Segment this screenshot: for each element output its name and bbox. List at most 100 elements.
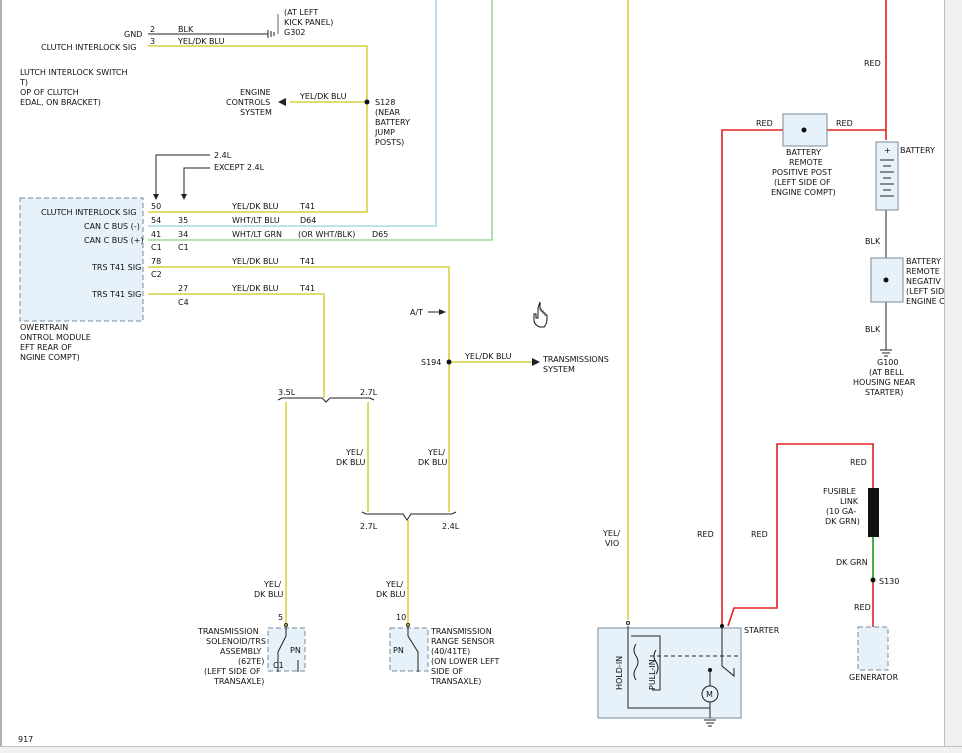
- label: 3: [150, 37, 155, 46]
- label: YEL/DK BLU: [231, 202, 279, 211]
- arrow-at: [439, 309, 446, 315]
- right-frame: [944, 0, 962, 752]
- label: KICK PANEL): [284, 18, 333, 27]
- label: G100: [877, 358, 898, 367]
- label: POSTS): [375, 138, 404, 147]
- label: C1: [151, 243, 162, 252]
- motor-icon: [701, 685, 719, 703]
- label: YEL/DK BLU: [299, 92, 347, 101]
- ground-starter-icon: [704, 719, 716, 727]
- label: S194: [421, 358, 441, 367]
- battery-icon: [875, 141, 899, 211]
- label: FUSIBLE: [823, 487, 856, 496]
- label: 2.4L: [214, 151, 232, 160]
- label: ASSEMBLY: [220, 647, 261, 656]
- wire-red-brp: [721, 129, 886, 626]
- label: BLK: [178, 25, 194, 34]
- label: 5: [278, 613, 283, 622]
- label: RED: [850, 458, 867, 467]
- label: ONTROL MODULE: [20, 333, 91, 342]
- label: SOLENOID/TRS: [206, 637, 266, 646]
- label: TRANSMISSIONS: [542, 355, 609, 364]
- label: 2.7L: [360, 388, 378, 397]
- label: 2.4L: [442, 522, 460, 531]
- label: BLK: [865, 325, 881, 334]
- label: S128: [375, 98, 395, 107]
- label: TRANSMISSION: [430, 627, 492, 636]
- label: YEL/DK BLU: [231, 257, 279, 266]
- page-number: 917: [18, 735, 33, 744]
- label: TRANSAXLE): [213, 677, 264, 686]
- label: NEGATIV: [906, 277, 941, 286]
- label: YEL/: [602, 529, 620, 538]
- label: YEL/: [385, 580, 403, 589]
- label: CLUTCH INTERLOCK SIG: [41, 43, 136, 52]
- ground-g302-icon: [267, 14, 279, 38]
- label: RED: [836, 119, 853, 128]
- label: ENGINE COMPT): [771, 188, 836, 197]
- label: T41: [299, 202, 315, 211]
- label: STARTER: [744, 626, 780, 635]
- clutch-switch-box: [20, 24, 143, 64]
- label: BATTERY: [906, 257, 941, 266]
- label: D64: [300, 216, 316, 225]
- label: YEL/: [263, 580, 281, 589]
- label: RED: [751, 530, 768, 539]
- arrow-ts: [532, 358, 540, 366]
- wire-trs-78: [148, 266, 450, 512]
- label: 27: [178, 284, 188, 293]
- label: C4: [178, 298, 189, 307]
- label: ENGINE: [240, 88, 271, 97]
- starter-box: [597, 627, 742, 719]
- label: CLUTCH INTERLOCK SIG: [41, 208, 136, 217]
- label: CONTROLS: [226, 98, 270, 107]
- wire-trs-27: [148, 293, 325, 398]
- wire-can-plus: [148, 0, 493, 241]
- label: YEL/: [345, 448, 363, 457]
- label: C2: [151, 270, 162, 279]
- label: BATTERY: [375, 118, 410, 127]
- labels-right: YEL/ VIO RED RED STARTER HOLD-IN PULL-IN…: [602, 59, 945, 699]
- label: EXCEPT 2.4L: [214, 163, 265, 172]
- label: RED: [854, 603, 871, 612]
- brace-top: [277, 397, 375, 403]
- range-sensor-switch-icon: [407, 626, 419, 672]
- brace-bottom: [361, 511, 457, 521]
- label: DK BLU: [376, 590, 405, 599]
- hand-cursor-icon: [533, 301, 548, 328]
- label: RED: [864, 59, 881, 68]
- label: (OR WHT/BLK): [298, 230, 355, 239]
- label: OWERTRAIN: [20, 323, 68, 332]
- label: LUTCH INTERLOCK SWITCH: [20, 68, 128, 77]
- label: PN: [290, 646, 301, 655]
- label: GND: [124, 30, 142, 39]
- label: (AT BELL: [869, 368, 904, 377]
- label: C1: [273, 661, 284, 670]
- label: PN: [393, 646, 404, 655]
- label: (LEFT SID: [906, 287, 944, 296]
- label: PULL-IN: [648, 659, 657, 690]
- label: ENGINE C: [906, 297, 945, 306]
- wire-can-minus: [148, 0, 437, 227]
- label: D65: [372, 230, 388, 239]
- splice-s194: [446, 359, 452, 365]
- label: SYSTEM: [240, 108, 272, 117]
- label: A/T: [410, 308, 423, 317]
- label: TRANSAXLE): [430, 677, 481, 686]
- label: 41: [151, 230, 161, 239]
- label: HOLD-IN: [615, 656, 624, 690]
- generator-box: [857, 626, 889, 671]
- label: YEL/DK BLU: [464, 352, 512, 361]
- label: (10 GA-: [826, 507, 856, 516]
- label: T): [19, 78, 28, 87]
- label: WHT/LT BLU: [232, 216, 280, 225]
- ground-g100-icon: [880, 349, 892, 357]
- label: RED: [756, 119, 773, 128]
- label: (LEFT SIDE OF: [774, 178, 831, 187]
- label: CAN C BUS (-): [84, 222, 140, 231]
- solenoid-switch-icon: [277, 626, 299, 672]
- label: (40/41TE): [431, 647, 470, 656]
- label: YEL/DK BLU: [231, 284, 279, 293]
- label: (AT LEFT: [284, 8, 318, 17]
